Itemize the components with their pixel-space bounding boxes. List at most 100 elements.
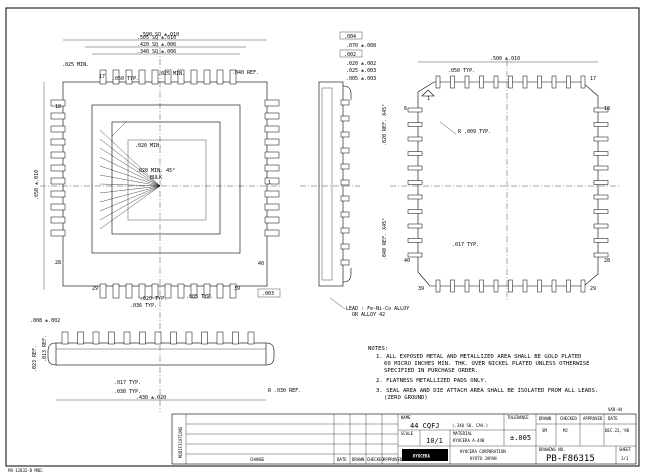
tb-date: DATE [337,457,347,462]
top-die-area [127,139,207,221]
side-dim-070: .070 ±.008 [346,43,376,49]
side-lead [340,163,350,170]
bottom-lead [551,279,557,293]
top-lead [264,138,280,146]
tb-drawn-by: SM [542,428,547,433]
dim-025-min-a: .025 MIN. [62,62,89,68]
bottom-view: .500 ±.010 .050 TYP. R .009 TYP. .017 TY… [382,56,620,300]
top-lead [99,69,107,85]
bottom-lead [407,136,423,142]
top-lead [50,99,66,107]
bot-pin-40: 40 [404,258,410,264]
side-view: .004 .070 ±.008 .002 .020 ±.002 .025 ±.0… [300,31,409,318]
top-lead [138,283,146,299]
bot-pin-29: 29 [590,286,596,292]
tb-scale: 10/1 [426,437,443,445]
side-lead [340,99,350,106]
top-lead [177,69,185,85]
dim-pitch: .050 TYP. [112,76,139,82]
bond-line [99,165,161,187]
dim-340: .340 SQ ±.006 [137,49,176,55]
profile-lead [92,331,100,345]
lead-note-2: OR ALLOY 42 [352,312,385,318]
tb-checked-2: CHECKED [560,416,577,421]
bottom-lead [537,75,542,89]
side-lead-bend [342,85,352,100]
bottom-lead [580,279,586,293]
top-pin-17: 17 [99,74,105,80]
bot-dim-017: .017 TYP. [452,242,479,248]
dim-036-typ: .036 TYP. [130,303,157,309]
tb-checked-by: MJ [563,428,568,433]
side-lead-bend [342,268,352,283]
bottom-lead [479,279,484,293]
bond-line [99,185,161,221]
bottom-lead [407,252,423,258]
bond-line [99,185,161,194]
top-pin-28: 28 [55,260,61,266]
side-ceramic [321,87,333,281]
profile-lead [123,331,131,345]
bot-pin-39: 39 [418,286,424,292]
profile-lead-j [265,342,275,366]
top-lead [50,112,66,120]
top-cavity [111,121,221,235]
bottom-lead [522,75,528,89]
note-2: 2. FLATNESS METALLIZED PADS ONLY. [376,378,487,384]
top-lead [125,69,133,85]
bond-line [99,156,161,187]
bot-pin-1b: 6 [404,106,407,112]
prof-dim-023: .023 REF. [32,345,38,372]
form-number: PB-12832-B MOD. [8,468,44,473]
side-dim-025: .025 ±.003 [346,68,376,74]
prof-dim-430: .430 ±.020 [136,395,166,401]
top-lead [50,164,66,172]
bottom-lead [407,180,423,185]
bottom-lead [593,223,609,229]
top-lead [229,69,237,85]
side-dim-040-ref: .040 REF. X45° [382,218,388,260]
bottom-lead [593,252,609,258]
bottom-lead [593,238,609,243]
bot-pin-1: 1 [427,96,430,102]
tb-date-2: DATE [608,416,618,421]
top-lead [264,203,280,211]
profile-lead [201,331,208,345]
tb-approved-2: APPROVED [583,416,603,421]
note-1b: 60 MICRO INCHES MIN. THK. OVER NICKEL PL… [384,361,590,367]
prof-dim-017: .017 TYP. [114,380,141,386]
profile-lead [108,331,115,345]
top-lead [112,69,120,85]
top-lead [264,112,280,120]
tb-logo: KYOCERA [413,454,430,459]
dim-top-010: .590 SQ ±.010 [140,32,179,38]
tb-change: CHANGE [250,457,265,462]
dim-020-typ: .020 TYP. [140,296,167,302]
bottom-lead [435,75,441,89]
bottom-lead [508,75,513,89]
dim-min-45: .020 MIN. 45° [136,168,175,174]
top-lead [264,151,280,159]
notes-title: NOTES: [368,346,388,352]
bottom-lead [566,75,571,89]
bot-r009: R .009 TYP. [458,129,491,135]
dim-420: .420 SQ ±.006 [137,42,176,48]
side-lead [340,259,350,266]
bond-line [99,185,161,203]
bottom-lead [493,279,499,293]
bottom-lead [407,165,423,171]
bottom-body [417,81,599,287]
top-lead [177,283,185,299]
top-lead [164,69,172,85]
top-lead [264,99,280,107]
top-lead [264,177,280,185]
bottom-lead [593,180,609,185]
bond-line [99,174,161,187]
side-dim-020: .020 ±.002 [346,61,376,67]
bond-line [99,183,161,187]
bottom-lead [566,279,571,293]
bot-dim-500: .500 ±.010 [490,56,520,62]
bottom-lead [450,279,455,293]
profile-lead [77,331,84,345]
